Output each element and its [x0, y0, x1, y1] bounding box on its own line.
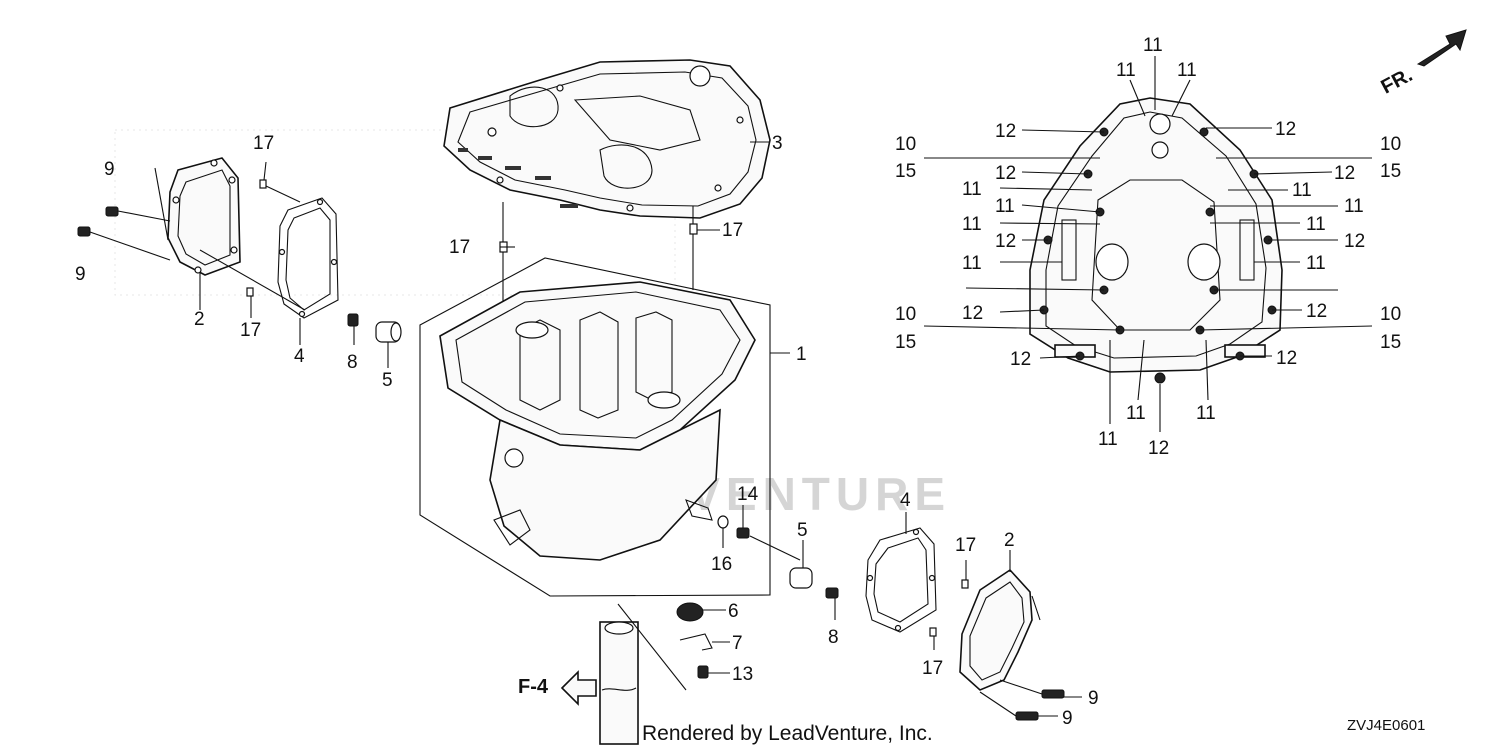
collar-5-right	[789, 567, 813, 589]
bolt-label-left-0: 12	[995, 121, 1016, 142]
callout-3: 3	[772, 133, 783, 154]
bolt-label-left-10: 12	[962, 303, 983, 324]
credit-text: Rendered by LeadVenture, Inc.	[642, 722, 933, 745]
bolt-label-left-6: 12	[995, 231, 1016, 252]
bolt-label-left-7: 11	[962, 214, 982, 235]
front-arrow-icon	[1416, 29, 1467, 67]
bolt-label-right-9: 12	[1306, 301, 1327, 322]
gasket-perforation-pattern	[458, 148, 578, 208]
bolt-14	[736, 527, 750, 539]
ref-arrow-f4	[560, 670, 597, 706]
bolts-left	[77, 167, 171, 261]
callout-17-a: 17	[253, 133, 274, 154]
callout-5-left: 5	[382, 370, 393, 391]
ref-label: F-4	[518, 676, 549, 698]
bolt-label-bottom-2: 11	[1196, 403, 1216, 424]
callout-13: 13	[732, 664, 753, 685]
pan-bolt-layout	[1029, 97, 1283, 384]
bolt-label-right-1: 10	[1380, 134, 1401, 155]
drain-cap-6	[676, 602, 704, 622]
side-cover-right	[929, 568, 1041, 691]
gasket-right	[865, 527, 937, 633]
bolt-8-right	[825, 587, 839, 599]
bolt-label-right-5: 11	[1344, 196, 1364, 217]
bolts-right-lower	[979, 679, 1065, 721]
clip-7	[679, 633, 713, 651]
callout-2-left: 2	[194, 309, 205, 330]
bolt-label-top-2: 11	[1177, 60, 1197, 81]
callout-5-right: 5	[797, 520, 808, 541]
bolt-label-left-8: 11	[962, 253, 982, 274]
callout-labels: 1 2 2 3 4 4 5 5 6 7 8 8 9 9 9 9 13 14 16…	[75, 133, 1099, 729]
callout-8-left: 8	[347, 352, 358, 373]
bolt-label-bottom-0: 11	[1098, 429, 1118, 450]
callout-16: 16	[711, 554, 732, 575]
callout-17-d: 17	[722, 220, 743, 241]
bolt-13	[697, 665, 709, 679]
bolt-label-right-8: 11	[1306, 253, 1326, 274]
callout-2-right: 2	[1004, 530, 1015, 551]
callout-4-left: 4	[294, 346, 305, 367]
callout-9-a: 9	[104, 159, 115, 180]
diagram-code: ZVJ4E0601	[1347, 717, 1425, 734]
bolt-label-right-7: 11	[1306, 214, 1326, 235]
bolt-label-right-3: 12	[1334, 163, 1355, 184]
callout-leaders	[199, 141, 1082, 717]
callout-8-right: 8	[828, 627, 839, 648]
callout-17-e: 17	[955, 535, 976, 556]
bolt-label-left-3: 12	[995, 163, 1016, 184]
front-label: FR.	[1378, 64, 1417, 99]
bolt-label-left-12: 12	[1010, 349, 1031, 370]
callout-17-c: 17	[449, 237, 470, 258]
callout-9-b: 9	[75, 264, 86, 285]
bolt-label-right-12: 12	[1276, 348, 1297, 369]
callout-14: 14	[737, 484, 759, 505]
washer-16	[717, 515, 801, 561]
bolt-layout-leaders	[923, 56, 1373, 432]
bolt-label-right-6: 12	[1344, 231, 1365, 252]
bolt-label-right-10: 10	[1380, 304, 1401, 325]
callout-6: 6	[728, 601, 739, 622]
bolt-label-top-0: 11	[1143, 35, 1163, 56]
callout-9-d: 9	[1062, 708, 1073, 729]
callout-9-c: 9	[1088, 688, 1099, 709]
bolt-label-left-1: 10	[895, 134, 916, 155]
bolt-8-left	[347, 313, 359, 327]
dowels-left	[199, 179, 306, 311]
dipstick-tube	[599, 603, 687, 745]
bolt-label-right-11: 15	[1380, 332, 1401, 353]
bolt-label-right-0: 12	[1275, 119, 1296, 140]
callout-7: 7	[732, 633, 743, 654]
callout-1: 1	[796, 344, 807, 365]
oil-pan-gasket	[443, 59, 771, 219]
bolt-label-bottom-1: 11	[1126, 403, 1146, 424]
bolt-label-left-11: 15	[895, 332, 916, 353]
bolt-label-right-2: 15	[1380, 161, 1401, 182]
bolt-label-left-5: 11	[995, 196, 1015, 217]
side-cover-left	[167, 157, 241, 276]
bolt-label-left-2: 15	[895, 161, 916, 182]
bolt-layout-labels: 11 11 11 12 10 15 12 11 11 12 11 11 10 1…	[895, 35, 1401, 459]
callout-17-f: 17	[922, 658, 943, 679]
bolt-label-left-9: 10	[895, 304, 916, 325]
bolt-label-top-1: 11	[1116, 60, 1136, 81]
bolt-label-bottom-3: 12	[1148, 438, 1169, 459]
bolt-label-right-4: 11	[1292, 180, 1312, 201]
oil-pan	[419, 257, 771, 597]
collar-5-left	[375, 321, 402, 343]
callout-4-right: 4	[900, 490, 911, 511]
callout-17-b: 17	[240, 320, 261, 341]
bolt-label-left-4: 11	[962, 179, 982, 200]
